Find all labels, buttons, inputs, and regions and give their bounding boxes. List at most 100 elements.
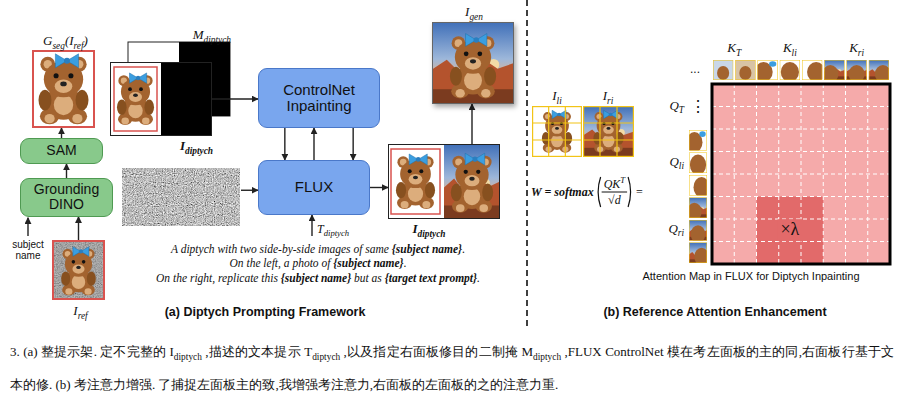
bear-part <box>694 248 707 263</box>
math-symbol: Qri <box>668 221 684 240</box>
panel-divider <box>526 0 528 328</box>
bear-part <box>409 174 423 184</box>
red-rocks <box>444 176 500 220</box>
text-run: ) <box>84 33 88 48</box>
flow-arrow <box>78 217 79 240</box>
bear-bow <box>129 73 146 83</box>
subscript: ref <box>74 41 84 51</box>
image-fill <box>712 84 890 264</box>
patch-grid <box>583 139 634 140</box>
bear-part <box>61 271 70 285</box>
token-patch <box>735 60 755 80</box>
scale-factor: ×λ <box>777 219 802 241</box>
text-run: (I <box>65 33 74 48</box>
flow-arrow <box>61 128 62 138</box>
bear-part <box>603 135 615 148</box>
bear-part <box>85 288 92 294</box>
module-box: Grounding DINO <box>20 178 113 217</box>
image-fill <box>689 220 707 241</box>
image-fill <box>32 50 95 128</box>
bear-bow <box>416 157 421 162</box>
module-box: SAM <box>20 138 103 164</box>
flow-arrow <box>352 128 353 160</box>
ellipsis: ⋮ <box>690 97 706 116</box>
token-patch <box>689 153 707 174</box>
bear-part <box>482 184 493 202</box>
bear-part <box>144 100 154 115</box>
box-label: FLUX <box>290 179 338 196</box>
teddy-bear <box>450 34 496 99</box>
image-fill <box>780 60 800 80</box>
formula: √d <box>608 193 621 207</box>
bear-part <box>82 260 86 264</box>
subscript: T <box>736 48 741 58</box>
bear-part <box>60 82 66 87</box>
patch-grid <box>583 122 634 123</box>
diptych-input <box>110 62 212 136</box>
subscript: ri <box>858 48 864 58</box>
math-symbol: Kri <box>849 40 864 59</box>
illustration-group <box>28 22 891 300</box>
grid-line <box>712 241 890 242</box>
token-patch <box>869 60 889 80</box>
bear-part <box>55 80 73 93</box>
image-fill <box>689 243 707 264</box>
patch-grid <box>548 106 549 157</box>
teddy-bear <box>38 54 88 124</box>
bear-bow <box>64 58 70 64</box>
parenthesis <box>598 177 601 207</box>
left-patch-image <box>532 106 582 157</box>
text-run: . <box>477 272 480 284</box>
bear-part <box>699 131 705 137</box>
bear-bow <box>466 34 487 47</box>
token-patch <box>713 60 733 80</box>
subscript: diptych <box>203 35 231 45</box>
token-patch <box>802 60 822 80</box>
bear-part <box>603 126 614 134</box>
bear-part <box>470 59 476 63</box>
math-symbol: Tdiptych <box>317 222 349 239</box>
image-fill <box>824 60 844 80</box>
token-patch <box>689 175 707 196</box>
model-box: FLUX <box>258 160 370 215</box>
text-run: On the right, replicate this <box>156 272 281 284</box>
subscript: diptych <box>174 352 202 362</box>
placeholder: {subject name} <box>333 257 403 269</box>
math-symbol: Kli <box>783 40 797 59</box>
bear-part <box>555 127 559 130</box>
text-run: K <box>783 40 792 55</box>
parenthesis <box>628 177 631 207</box>
text-run: but as <box>351 272 385 284</box>
fraction-bar <box>602 192 627 193</box>
image-fill <box>52 240 105 300</box>
image-fill <box>712 84 890 264</box>
red-rocks <box>432 56 514 104</box>
patch-grid <box>532 139 582 140</box>
image-fill <box>758 60 778 80</box>
prompt-line: On the left, a photo of {subject name}. <box>156 256 480 270</box>
bear-part <box>408 186 423 202</box>
text-run: M <box>193 27 204 42</box>
image-fill <box>689 175 707 196</box>
bear-part <box>781 62 799 80</box>
bear-bow <box>557 113 561 117</box>
bear-part <box>824 65 838 80</box>
bear-part <box>401 201 409 208</box>
segmented-image: Gseg(Iref) <box>32 50 95 128</box>
image-label: Mdiptych <box>193 28 231 45</box>
bear-part <box>479 204 488 212</box>
prompt-line: On the right, replicate this {subject na… <box>156 271 480 285</box>
bear-part <box>465 175 480 186</box>
image-label: Iref <box>73 304 87 321</box>
token-patch <box>847 60 867 80</box>
bear-part <box>396 182 406 198</box>
math-symbol: QT <box>669 97 684 116</box>
box-label: Grounding DINO <box>21 182 112 213</box>
bear-part <box>128 103 142 118</box>
flow-arrow <box>284 128 285 160</box>
text-run: I <box>73 303 77 318</box>
image-fill <box>532 106 582 157</box>
text-run: Q <box>669 97 678 112</box>
